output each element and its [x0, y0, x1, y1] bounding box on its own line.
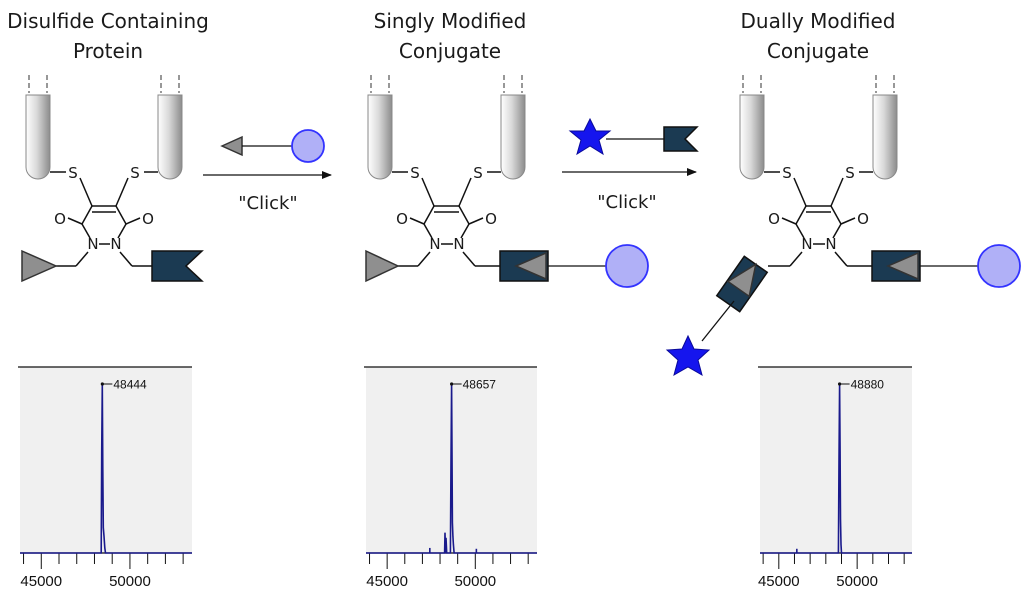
peak-mass-label: 48657: [463, 378, 497, 392]
sulfur-atom-right: S: [473, 164, 483, 182]
protein-tube-right: [872, 74, 898, 180]
protein-tube-left: [25, 74, 51, 180]
sulfur-atom-left: S: [68, 164, 78, 182]
spectrum-trace: [760, 383, 912, 554]
mass-spectrum-middle: 45000 50000 48657: [364, 366, 537, 590]
sulfur-atom-right: S: [845, 164, 855, 182]
oxygen-atom-left: O: [768, 210, 780, 228]
nitrogen-atom-right: N: [110, 235, 121, 253]
spectrum-background: [20, 367, 192, 553]
middle-title-line1: Singly Modified: [374, 9, 527, 33]
oxygen-atom-left: O: [396, 210, 408, 228]
spectrum-trace: [366, 383, 537, 554]
oxygen-atom-left: O: [54, 210, 66, 228]
right-title-line2: Conjugate: [767, 39, 869, 63]
sulfur-atom-left: S: [410, 164, 420, 182]
x-tick-label: 50000: [836, 573, 878, 590]
right-title-line1: Dually Modified: [741, 9, 896, 33]
star-payload-icon: [665, 334, 711, 377]
flag-reagent-icon: [663, 126, 699, 152]
reaction-step-2: "Click": [562, 117, 699, 213]
triangle-clicked-icon: [886, 251, 919, 281]
structure-dually-modified: S S O O N N: [665, 74, 1021, 377]
nitrogen-atom-right: N: [453, 235, 464, 253]
star-reagent-icon: [568, 117, 612, 156]
triangle-reagent-icon: [220, 135, 243, 157]
sulfur-atom-right: S: [130, 164, 140, 182]
protein-tube-right: [500, 74, 526, 180]
click-label-2: "Click": [597, 192, 656, 213]
x-tick-label: 50000: [109, 573, 151, 590]
triangle-handle-icon: [21, 249, 58, 283]
sulfur-atom-left: S: [782, 164, 792, 182]
spectrum-background: [760, 367, 912, 553]
protein-tube-left: [739, 74, 765, 180]
x-tick-label: 45000: [758, 573, 800, 590]
oxygen-atom-right: O: [142, 210, 154, 228]
structure-disulfide-protein: S S O O N N: [21, 74, 204, 283]
peak-mass-label: 48880: [851, 378, 885, 392]
triangle-clicked-tilted-icon: [726, 262, 757, 298]
peak-mass-label: 48444: [113, 378, 147, 392]
triangle-handle-icon: [365, 249, 400, 283]
circle-reagent-icon: [291, 129, 325, 163]
left-title-line1: Disulfide Containing: [7, 9, 209, 33]
circle-payload-icon: [977, 244, 1021, 288]
spectrum-trace: [20, 383, 192, 554]
oxygen-atom-right: O: [857, 210, 869, 228]
nitrogen-atom-left: N: [429, 235, 440, 253]
protein-tube-left: [367, 74, 393, 180]
mass-spectrum-left: 45000 50000 48444: [18, 366, 192, 590]
structure-singly-modified: S S O O N N: [365, 74, 649, 288]
oxygen-atom-right: O: [485, 210, 497, 228]
x-tick-label: 45000: [20, 573, 62, 590]
flag-handle-icon: [151, 250, 204, 282]
circle-payload-icon: [605, 244, 649, 288]
triangle-clicked-icon: [514, 251, 547, 281]
reaction-step-1: "Click": [203, 129, 332, 214]
mass-spectrum-right: 45000 50000 48880: [758, 366, 912, 590]
left-title-line2: Protein: [73, 39, 143, 63]
middle-title-line2: Conjugate: [399, 39, 501, 63]
protein-tube-right: [157, 74, 183, 180]
x-tick-label: 45000: [366, 573, 408, 590]
click-label-1: "Click": [238, 193, 297, 214]
nitrogen-atom-left: N: [87, 235, 98, 253]
nitrogen-atom-right: N: [825, 235, 836, 253]
x-tick-label: 50000: [454, 573, 496, 590]
nitrogen-atom-left: N: [801, 235, 812, 253]
